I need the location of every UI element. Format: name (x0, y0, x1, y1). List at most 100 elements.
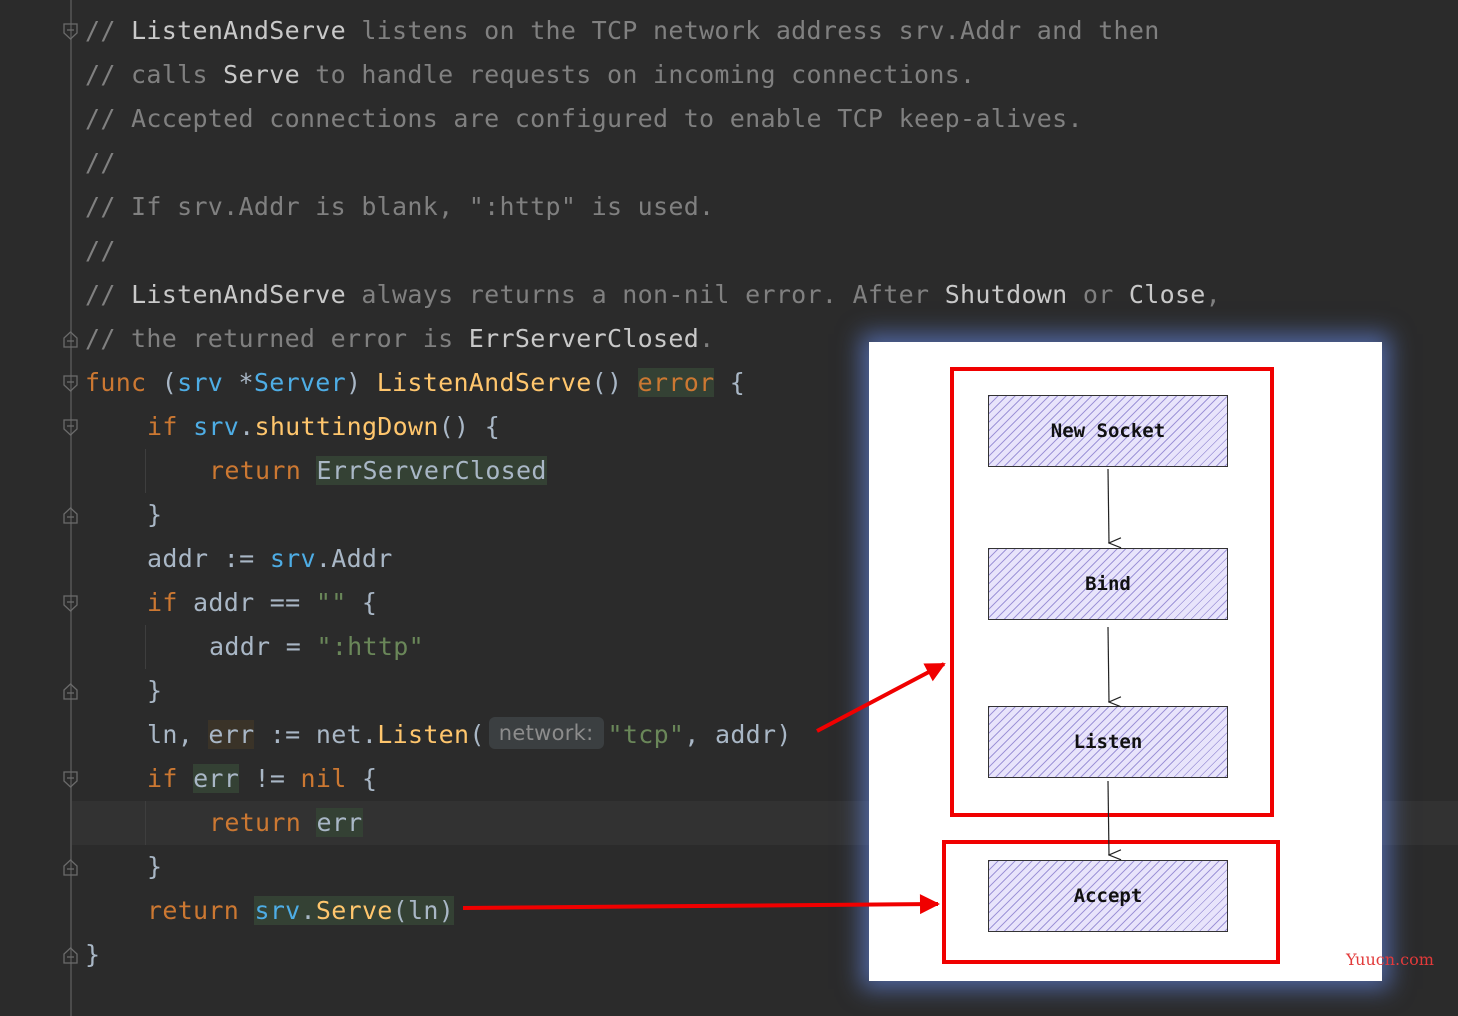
keyword: func (85, 368, 147, 397)
closing-brace: } (85, 940, 101, 969)
parameter-hint: network: (488, 717, 604, 749)
identifier: ErrServerClosed (316, 456, 547, 485)
comment-text: // calls (85, 60, 224, 89)
fold-open-icon[interactable] (63, 375, 78, 392)
expression: := net. (254, 720, 378, 749)
punctuation: () { (438, 412, 501, 441)
keyword: return (209, 456, 302, 485)
code-line-5[interactable]: // If srv.Addr is blank, ":http" is used… (85, 185, 714, 229)
nil-keyword: nil (300, 764, 347, 793)
comment-text: or (1067, 280, 1129, 309)
comment-text: // (85, 148, 116, 177)
variable: addr (209, 632, 271, 661)
string-literal: ":http" (316, 632, 424, 661)
fold-close-icon[interactable] (63, 331, 78, 348)
comment-text: // (85, 236, 116, 265)
expression: addr == (177, 588, 316, 617)
fold-close-icon[interactable] (63, 859, 78, 876)
code-line-8[interactable]: // the returned error is ErrServerClosed… (85, 317, 714, 361)
code-line-20[interactable]: } (147, 845, 162, 889)
punctuation: { (346, 588, 378, 617)
code-line-18[interactable]: if err != nil { (147, 757, 377, 801)
fold-open-icon[interactable] (63, 23, 78, 40)
fold-open-icon[interactable] (63, 595, 78, 612)
fold-close-icon[interactable] (63, 507, 78, 524)
node-accept: Accept (988, 860, 1228, 932)
flow-diagram-panel: New Socket Bind Listen Accept (869, 342, 1382, 981)
punctuation: (ln) (392, 896, 455, 925)
string-literal: "tcp" (607, 720, 685, 749)
code-line-13[interactable]: addr := srv.Addr (147, 537, 393, 581)
code-line-19[interactable]: return err (209, 801, 363, 845)
code-line-22[interactable]: } (85, 933, 100, 977)
code-line-12[interactable]: } (147, 493, 162, 537)
comment-identifier: Serve (223, 60, 300, 89)
err-variable: err (316, 808, 363, 837)
comment-text: listens on the TCP network address srv.A… (345, 16, 1160, 45)
field-access: .Addr (315, 544, 393, 573)
node-new-socket: New Socket (988, 395, 1228, 467)
operator: = (270, 632, 317, 661)
punctuation: ( (469, 720, 485, 749)
indent-guide (145, 449, 146, 493)
comment-text: . (699, 324, 715, 353)
type-name: Server (253, 368, 346, 397)
method-call: shuttingDown (254, 412, 439, 441)
comment-text: // Accepted connections are configured t… (85, 104, 1083, 133)
code-line-4[interactable]: // (85, 141, 116, 185)
punctuation: ( (146, 368, 178, 397)
keyword: return (147, 896, 240, 925)
keyword: if (147, 412, 178, 441)
operator: := (208, 544, 270, 573)
code-line-15[interactable]: addr = ":http" (209, 625, 424, 669)
code-line-3[interactable]: // Accepted connections are configured t… (85, 97, 1083, 141)
closing-brace: } (147, 500, 163, 529)
punctuation: { (714, 368, 746, 397)
node-bind: Bind (988, 548, 1228, 620)
comment-text: always returns a non-nil error. After (345, 280, 945, 309)
code-line-10[interactable]: if srv.shuttingDown() { (147, 405, 500, 449)
comment-text: to handle requests on incoming connectio… (299, 60, 976, 89)
receiver-name: srv (193, 412, 240, 441)
node-label: Listen (1073, 731, 1143, 753)
code-line-7[interactable]: // ListenAndServe always returns a non-n… (85, 273, 1221, 317)
punctuation: . (239, 412, 255, 441)
code-line-14[interactable]: if addr == "" { (147, 581, 377, 625)
comment-text: // the returned error is (85, 324, 469, 353)
arrow-serve-to-accept (462, 894, 940, 915)
code-line-2[interactable]: // calls Serve to handle requests on inc… (85, 53, 975, 97)
code-line-11[interactable]: return ErrServerClosed (209, 449, 547, 493)
diagram-connectors (1107, 468, 1382, 981)
fold-close-icon[interactable] (63, 683, 78, 700)
return-type: error (637, 368, 715, 397)
indent-guide (145, 801, 146, 845)
indent-guide (145, 625, 146, 669)
code-line-9[interactable]: func (srv *Server) ListenAndServe() erro… (85, 361, 745, 405)
flow-arrow (1107, 780, 1109, 855)
string-literal: "" (315, 588, 347, 617)
function-call: Listen (377, 720, 470, 749)
comment-text: // If srv.Addr is blank, ":http" is used… (85, 192, 715, 221)
code-line-6[interactable]: // (85, 229, 116, 273)
code-line-1[interactable]: // ListenAndServe listens on the TCP net… (85, 9, 1160, 53)
punctuation: { (346, 764, 378, 793)
comment-text: // (85, 16, 132, 45)
comment-identifier: Shutdown (944, 280, 1068, 309)
code-line-16[interactable]: } (147, 669, 162, 713)
fold-close-icon[interactable] (63, 947, 78, 964)
node-label: Accept (1073, 885, 1143, 907)
receiver-name: srv (177, 368, 224, 397)
node-label: New Socket (1050, 420, 1166, 442)
watermark: Yuucn.com (1346, 950, 1434, 969)
comment-identifier: Close (1128, 280, 1206, 309)
punctuation: () (591, 368, 638, 397)
fold-open-icon[interactable] (63, 771, 78, 788)
fold-open-icon[interactable] (63, 419, 78, 436)
comment-text: , (1205, 280, 1222, 309)
variable: addr (147, 544, 209, 573)
highlight-box-listen (950, 367, 1274, 817)
code-line-17[interactable]: ln, err := net.Listen(network:"tcp", add… (147, 713, 792, 757)
code-line-21[interactable]: return srv.Serve(ln) (147, 889, 455, 933)
